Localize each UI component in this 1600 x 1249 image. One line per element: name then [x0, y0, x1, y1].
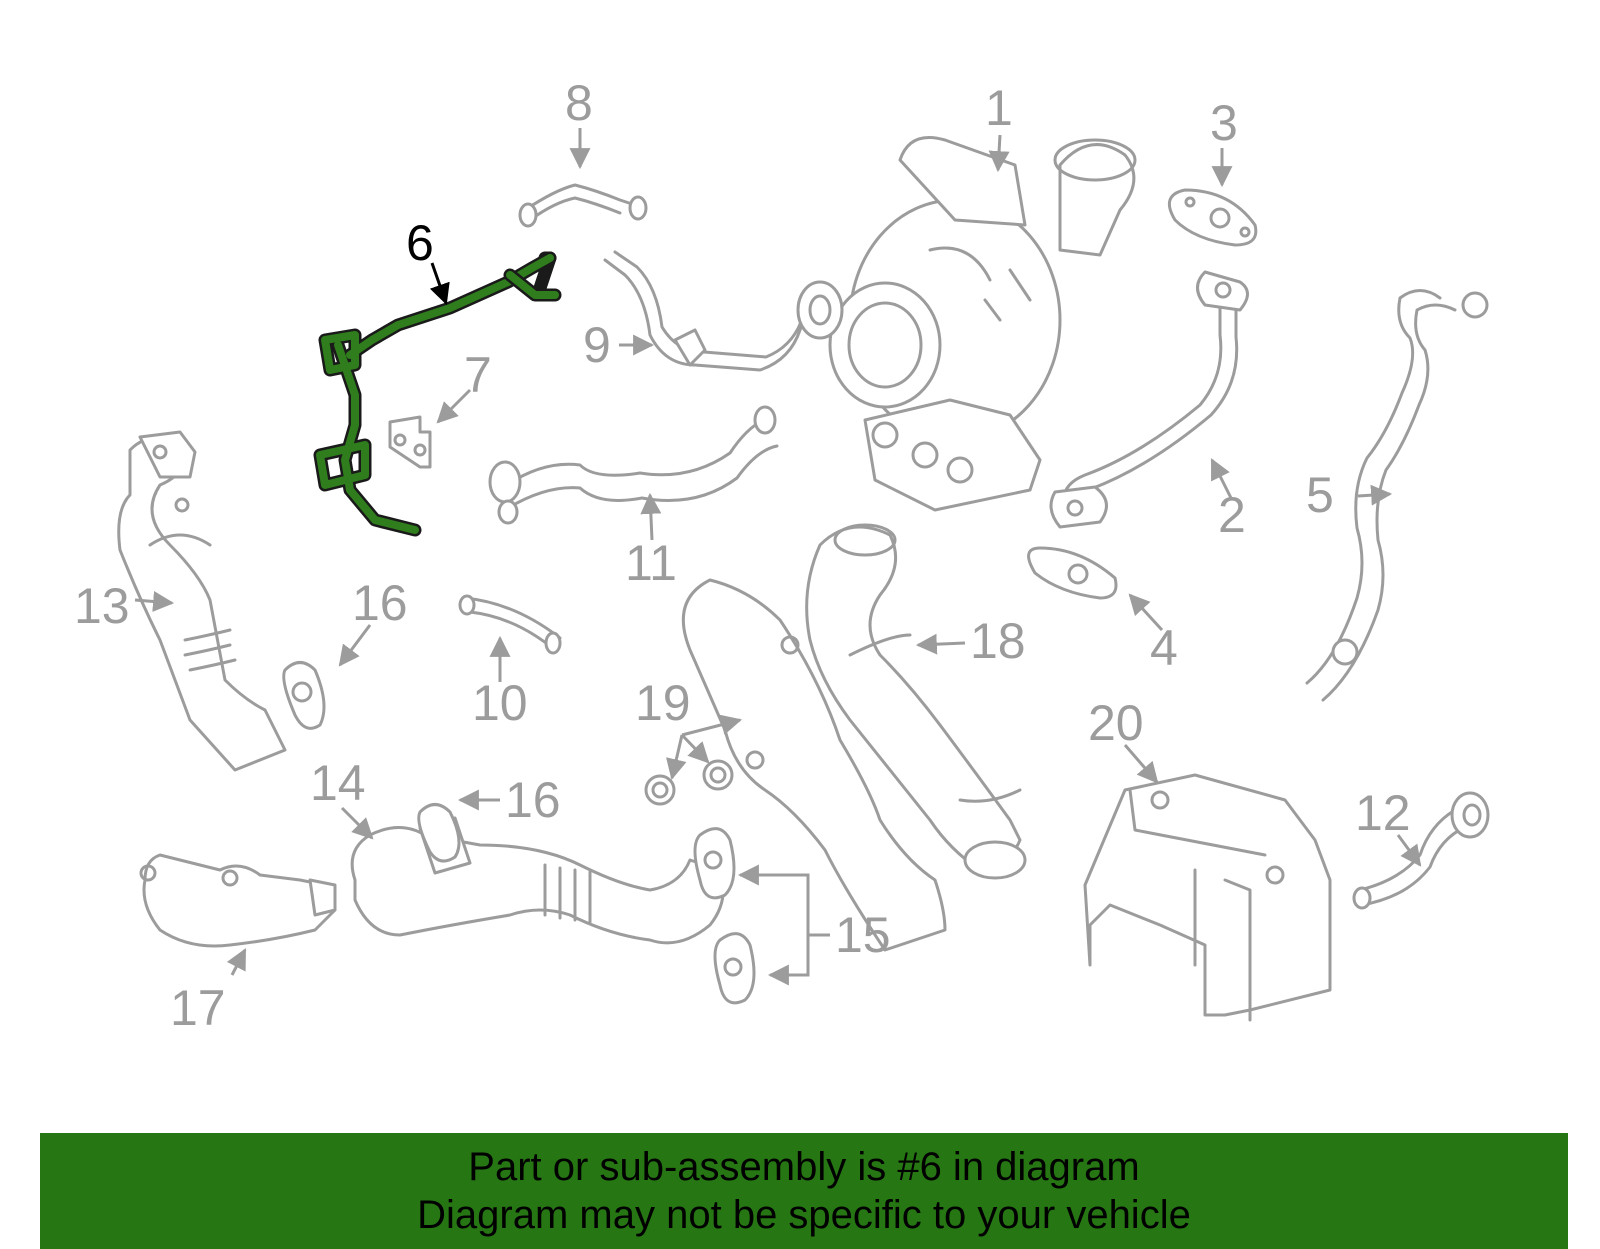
callout-13[interactable]: 13 — [74, 578, 130, 634]
callout-6[interactable]: 6 — [406, 215, 434, 271]
callout-1[interactable]: 1 — [985, 80, 1013, 136]
part-17-manifold[interactable] — [139, 853, 337, 948]
banner-line-1: Part or sub-assembly is #6 in diagram — [468, 1145, 1140, 1189]
callout-11[interactable]: 11 — [625, 535, 677, 591]
callout-17[interactable]: 17 — [170, 980, 226, 1036]
part-13-pipe[interactable] — [117, 430, 287, 772]
part-14-pipe[interactable] — [350, 816, 725, 945]
part-7-bracket[interactable] — [388, 415, 432, 469]
part-19-duct[interactable] — [644, 578, 947, 952]
leader-lines — [134, 128, 1422, 986]
callout-5[interactable]: 5 — [1306, 467, 1334, 523]
callout-14[interactable]: 14 — [310, 755, 366, 811]
part-9-pipe[interactable] — [603, 250, 844, 372]
part-6-pipe-highlighted[interactable] — [313, 251, 562, 537]
part-10-hose[interactable] — [458, 594, 562, 655]
callout-15[interactable]: 15 — [835, 907, 891, 963]
part-3-gasket[interactable] — [1167, 188, 1258, 247]
callout-2[interactable]: 2 — [1218, 487, 1246, 543]
banner-line-2: Diagram may not be specific to your vehi… — [417, 1193, 1191, 1237]
info-banner: Part or sub-assembly is #6 in diagram Di… — [40, 1133, 1568, 1249]
callout-19[interactable]: 19 — [635, 675, 691, 731]
callout-18[interactable]: 18 — [970, 613, 1026, 669]
callout-16-lower[interactable]: 16 — [505, 772, 561, 828]
callout-7[interactable]: 7 — [464, 347, 492, 403]
part-1-turbocharger[interactable] — [828, 136, 1137, 512]
callout-4[interactable]: 4 — [1150, 620, 1178, 676]
part-8-hose[interactable] — [518, 183, 648, 228]
callout-8[interactable]: 8 — [565, 75, 593, 131]
callout-10[interactable]: 10 — [472, 675, 528, 731]
callout-9[interactable]: 9 — [583, 317, 611, 373]
part-20-heat-shield[interactable] — [1083, 773, 1332, 1022]
callout-3[interactable]: 3 — [1210, 95, 1238, 151]
callout-numbers: 1 2 3 4 5 6 7 8 9 10 11 12 13 14 15 16 1… — [74, 75, 1411, 1036]
part-16-gaskets[interactable] — [282, 661, 461, 863]
part-11-hose[interactable] — [488, 405, 779, 525]
callout-20[interactable]: 20 — [1088, 695, 1144, 751]
part-2-pipe[interactable] — [1049, 270, 1249, 529]
callout-16-upper[interactable]: 16 — [352, 575, 408, 631]
part-15-gaskets[interactable] — [693, 827, 756, 1005]
part-5-pipe[interactable] — [1305, 289, 1489, 702]
part-18-duct[interactable] — [805, 523, 1027, 880]
callout-12[interactable]: 12 — [1355, 785, 1411, 841]
part-4-gasket[interactable] — [1027, 546, 1118, 600]
